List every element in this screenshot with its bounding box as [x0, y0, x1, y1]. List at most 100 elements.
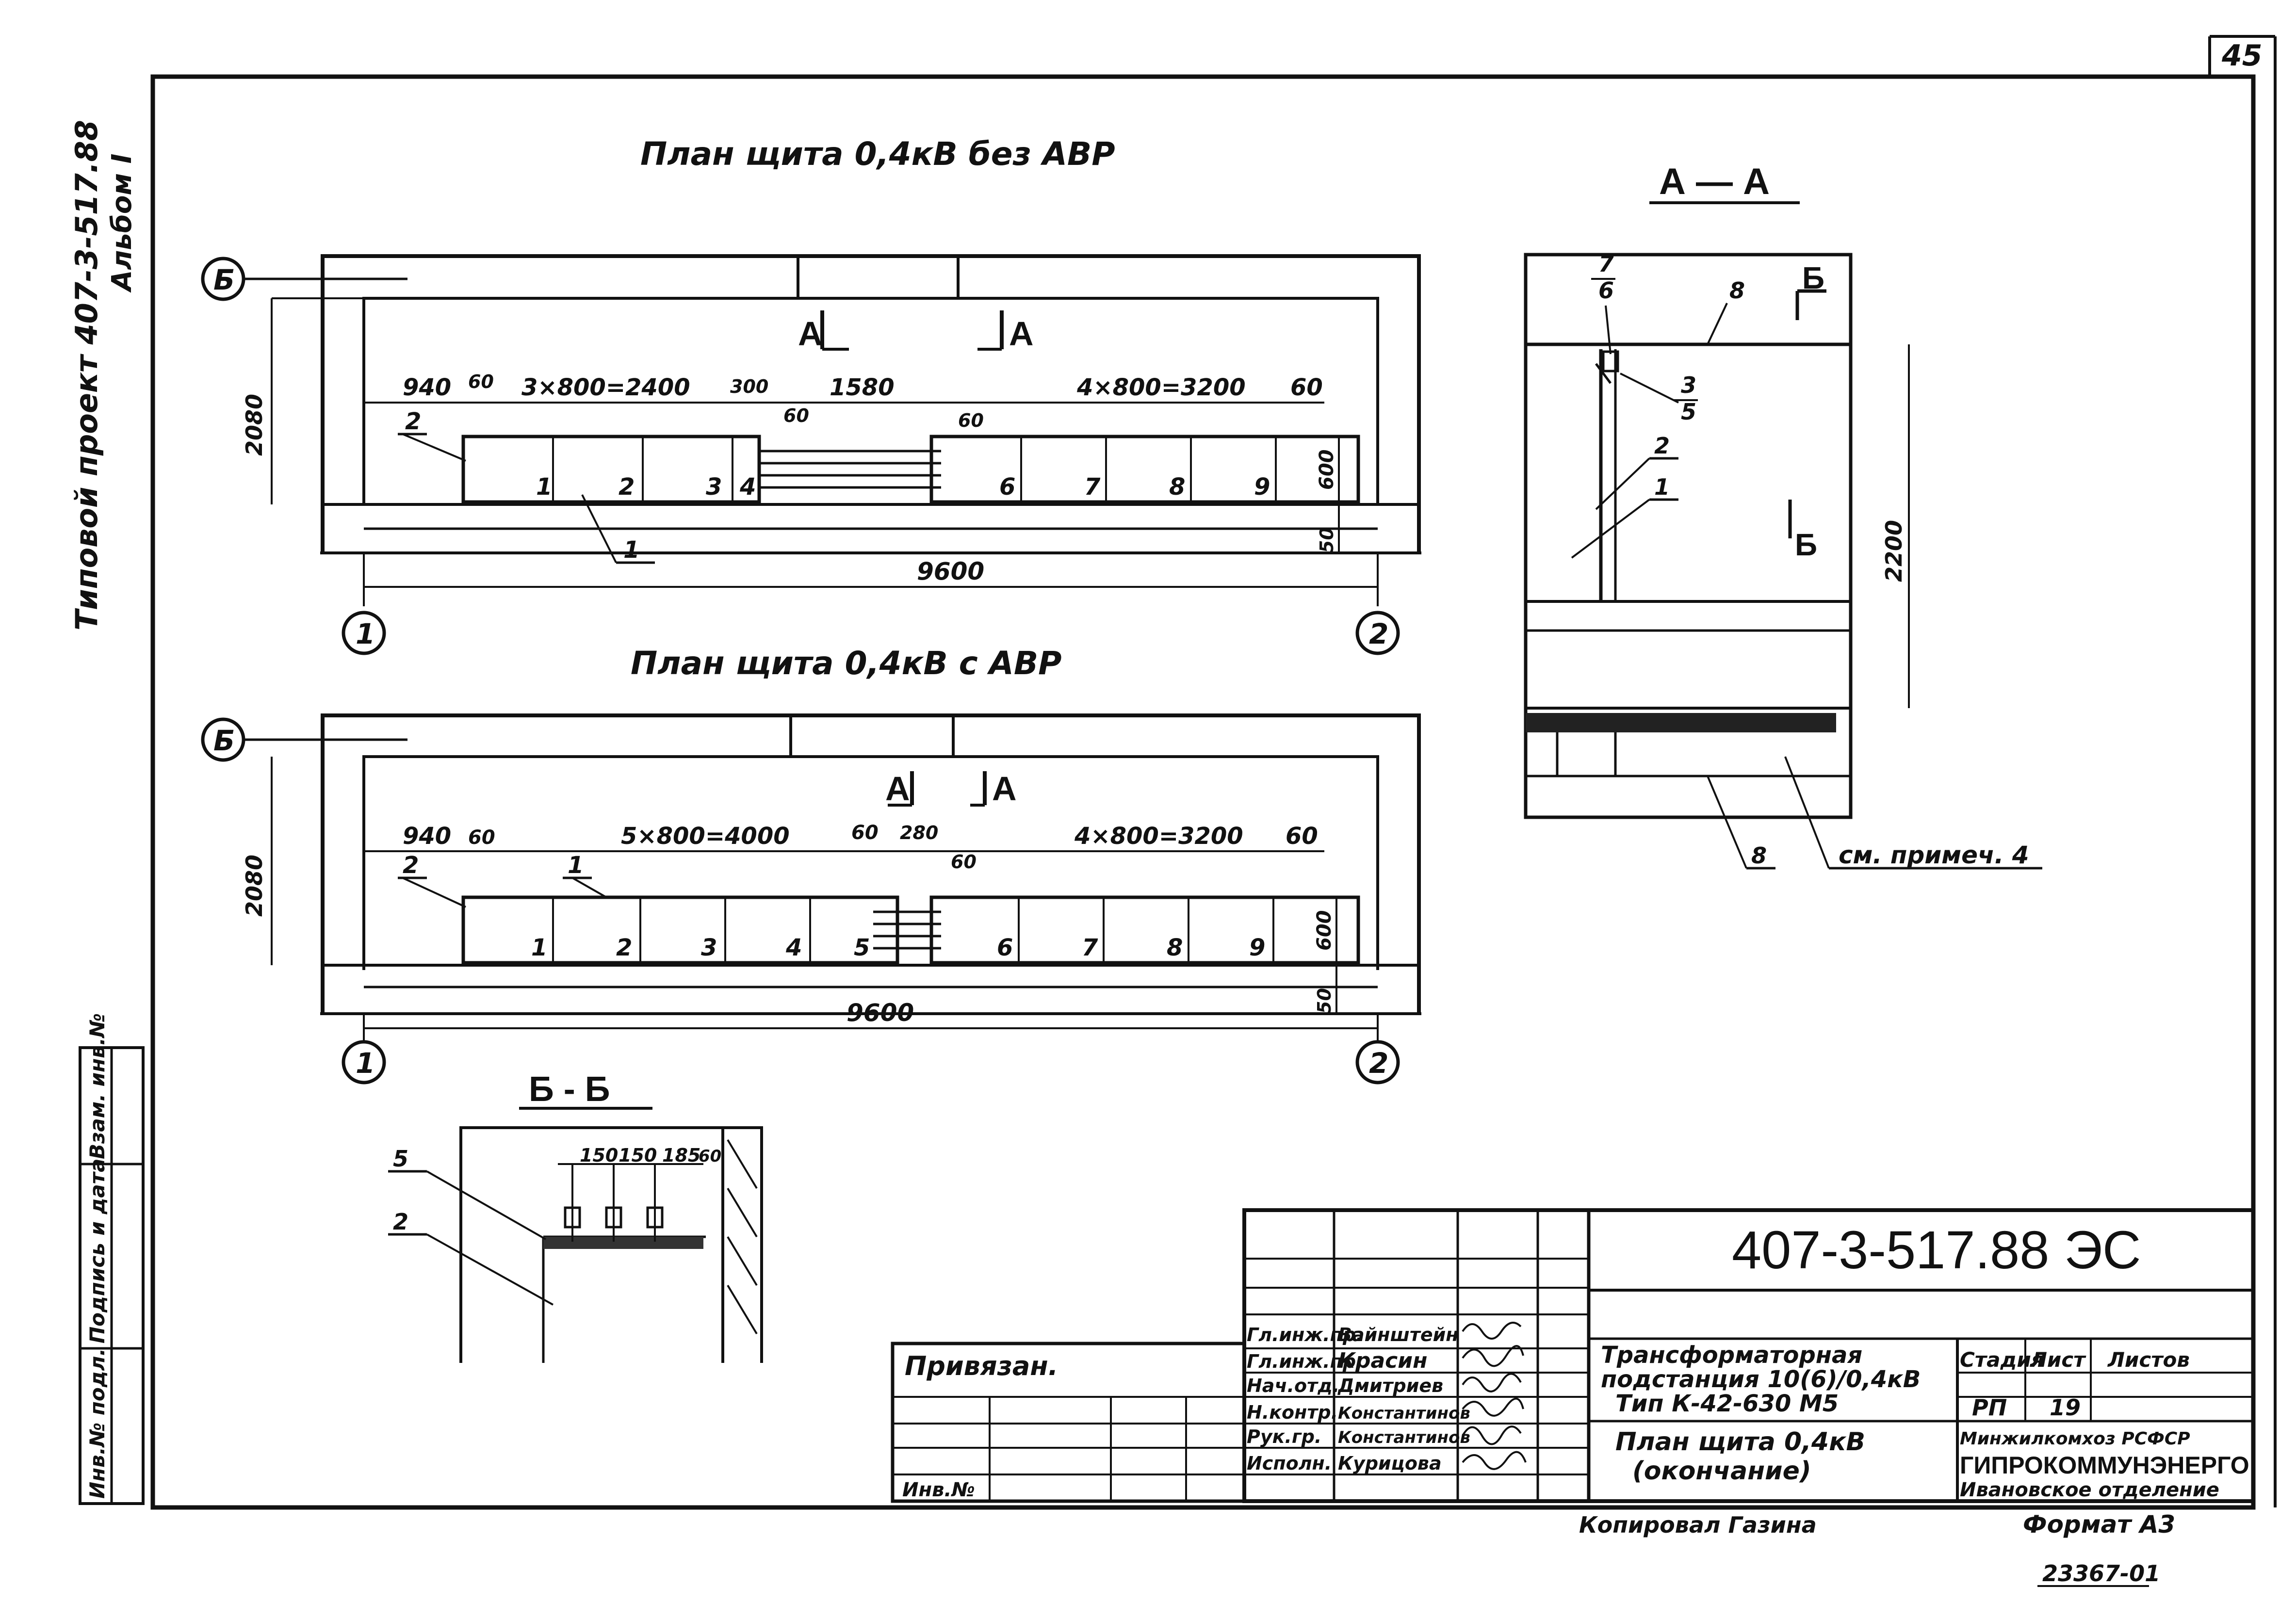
plan1-panel-4: 4	[739, 473, 756, 501]
signature-3	[1462, 1397, 1524, 1417]
plan1-dim-60b: 60	[1290, 374, 1323, 401]
plan1-dim-940: 940	[403, 374, 451, 401]
section-bb-dim-60: 60	[699, 1147, 721, 1166]
signature-5	[1462, 1451, 1527, 1470]
signature-4	[1462, 1425, 1522, 1445]
section-aa-floor	[1526, 713, 1836, 732]
plan1-drawing: План щита 0,4кВ без АВР Б А А	[201, 135, 1421, 655]
section-aa-callout-6: 6	[1598, 277, 1614, 304]
plan1-dim-2400: 3×800=2400	[521, 374, 690, 401]
plan2-panel-5: 5	[854, 934, 870, 961]
format-label: Формат А3	[2023, 1510, 2175, 1538]
plan2-dim-940: 940	[403, 823, 451, 850]
plan1-panel-3: 3	[706, 473, 722, 501]
tb-desc-1: подстанция 10(6)/0,4кВ	[1601, 1366, 1921, 1393]
tb-role-4: Рук.гр.	[1247, 1426, 1321, 1447]
plan1-panel-6: 6	[999, 473, 1015, 501]
plan1-dim-600: 600	[1316, 450, 1338, 490]
section-aa-title: А — А	[1659, 161, 1770, 202]
plan2-dim-60a: 60	[468, 826, 495, 849]
tb-desc-0: Трансформаторная	[1601, 1342, 1862, 1369]
section-aa-callout-2: 2	[1654, 433, 1670, 459]
plan1-dim-height: 2080	[241, 394, 267, 456]
tb-code: 407-3-517.88 ЭС	[1732, 1220, 2141, 1280]
plan1-axis-1: 1	[356, 617, 375, 650]
plan2-drawing: План щита 0,4кВ с АВР Б А А 1 2 3	[201, 645, 1421, 1085]
signature-0	[1462, 1322, 1522, 1340]
plan2-panel-7: 7	[1082, 934, 1098, 961]
plan1-axis-2: 2	[1369, 617, 1388, 650]
section-bb-dim-150b: 150	[619, 1145, 657, 1166]
plan1-dim-50: 50	[1316, 527, 1337, 553]
plan2-panel-9: 9	[1249, 934, 1265, 961]
section-aa-callout-8: 8	[1729, 277, 1745, 304]
section-aa-callout-1: 1	[1654, 474, 1670, 500]
section-aa-dim-height: 2200	[1881, 520, 1907, 582]
tb-org-0: Минжилкомхоз РСФСР	[1960, 1429, 2190, 1449]
plan2-axis-row: Б	[213, 724, 235, 757]
tb-role-0: Гл.инж.пр.	[1247, 1324, 1363, 1345]
plan2-panel-3: 3	[701, 934, 717, 961]
tb-name-5: Курицова	[1338, 1453, 1442, 1474]
tb-role-3: Н.контр.	[1247, 1402, 1338, 1423]
section-aa-mark-top: Б	[1802, 260, 1824, 295]
tb-role-5: Исполн.	[1247, 1453, 1332, 1474]
side-strip-line2: Альбом I	[106, 154, 138, 293]
tb-desc-2: Тип К-42-630 М5	[1615, 1390, 1839, 1417]
plan2-dim-3200: 4×800=3200	[1074, 823, 1243, 850]
plan1-dim-3200: 4×800=3200	[1076, 374, 1246, 401]
plan1-panel-1: 1	[536, 473, 552, 501]
tb-stage-label: Стадия	[1960, 1348, 2044, 1372]
plan2-axis-2: 2	[1369, 1047, 1388, 1080]
plan2-dim-60c: 60	[1286, 823, 1318, 850]
tb-name-0: Вайнштейн	[1338, 1324, 1459, 1345]
tb-sheet: 19	[2050, 1394, 2081, 1421]
plan2-dim-50: 50	[1314, 988, 1335, 1014]
plan1-callout-2: 2	[405, 408, 421, 435]
plan1-callout-1: 1	[623, 536, 639, 564]
tb-sheets-label: Листов	[2107, 1348, 2190, 1372]
copied-by: Копировал Газина	[1579, 1512, 1817, 1538]
tb-stage: РП	[1972, 1394, 2007, 1421]
plan1-dim-total: 9600	[917, 557, 984, 585]
left-stamp-columns: Инв.№ подл. Подпись и дата Взам. инв.№	[79, 1013, 145, 1505]
plan2-dim-280: 280	[900, 822, 938, 843]
title-block: Привязан. Инв.№ Гл.инж.пр. Вайнштейн Гл.…	[891, 1208, 2255, 1503]
section-bb-callout-2: 2	[393, 1209, 408, 1235]
plan2-dim-height: 2080	[241, 855, 267, 917]
plan1-title: План щита 0,4кВ без АВР	[640, 135, 1115, 173]
sheet-number: 45	[2221, 39, 2263, 73]
section-aa-callout-3: 3	[1681, 372, 1696, 398]
section-aa-callout-5: 5	[1681, 399, 1696, 425]
plan1-panel-2: 2	[619, 473, 635, 501]
section-aa-callout-8b: 8	[1751, 842, 1767, 869]
left-col-sign: Подпись и дата	[85, 1159, 109, 1344]
signature-1	[1462, 1345, 1524, 1367]
tb-inv-no: Инв.№	[902, 1479, 975, 1501]
section-aa-drawing: А — А Б Б 7 6 3 5 2 1 8	[1524, 161, 2042, 870]
section-aa-mark-bottom: Б	[1795, 527, 1817, 562]
side-strip: Типовой проект 407-3-517.88 Альбом I	[69, 120, 138, 631]
plan2-section-right: А	[992, 770, 1017, 808]
tb-org-2: Ивановское отделение	[1960, 1479, 2219, 1501]
left-col-inv: Инв.№ подл.	[85, 1348, 109, 1499]
tb-org-1: ГИПРОКОММУНЭНЕРГО	[1960, 1452, 2249, 1479]
plan2-panel-8: 8	[1167, 934, 1183, 961]
section-bb-title: Б - Б	[529, 1070, 610, 1109]
tb-name-2: Дмитриев	[1337, 1375, 1443, 1396]
section-aa-note: см. примеч. 4	[1839, 841, 2029, 869]
section-bb-dim-150a: 150	[580, 1145, 618, 1166]
plan1-panel-9: 9	[1254, 473, 1270, 501]
tb-name-1: Красин	[1338, 1348, 1427, 1373]
plan2-dim-total: 9600	[847, 999, 914, 1027]
tb-name-4: Константинов	[1338, 1428, 1470, 1447]
plan1-dim-60a: 60	[468, 371, 494, 392]
plan1-dim-1580: 1580	[830, 374, 895, 401]
plan2-section-left: А	[885, 770, 910, 808]
tb-sheet-title-0: План щита 0,4кВ	[1615, 1427, 1865, 1457]
plan2-inner-60: 60	[951, 851, 977, 873]
plan2-callout-2: 2	[403, 852, 419, 879]
section-bb-dim-185: 185	[662, 1145, 700, 1166]
sheet-frame	[150, 74, 2256, 1510]
